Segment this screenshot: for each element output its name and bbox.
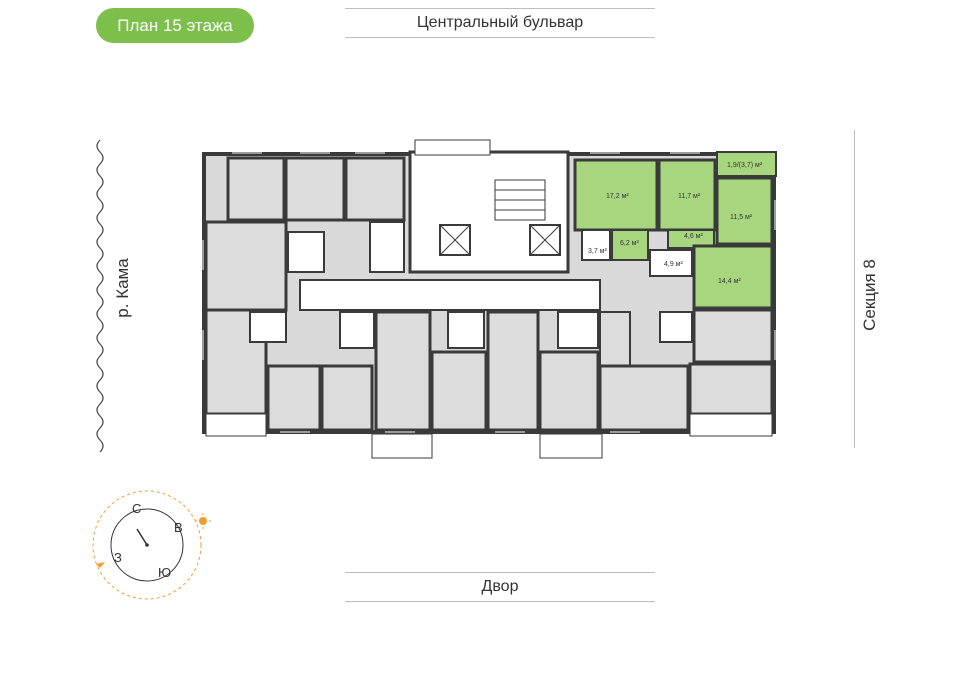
street-top-label: Центральный бульвар [416,14,584,31]
bath-1-area: 3,7 м² [588,248,607,255]
bath-2-shape[interactable] [649,249,693,277]
street-bottom-label: Двор [481,578,519,595]
balcony-shape[interactable] [716,151,777,177]
hall-2-shape[interactable] [667,229,715,249]
room-2-area: 11,7 м² [678,193,701,200]
compass: С В Ю З [92,488,217,603]
windows [202,152,776,433]
bath-2-area: 4,9 м² [664,261,683,268]
compass-south: Ю [158,565,172,580]
compass-west: З [114,550,122,565]
rooms-left-bottom [204,308,375,437]
floor-plan-badge[interactable]: План 15 этажа [96,8,254,43]
room-3-shape[interactable] [715,176,774,246]
compass-graphic [92,490,211,600]
room-4-area: 14,4 м² [718,278,741,285]
hall-1-area: 6,2 м² [620,240,639,247]
stair-core [408,139,570,274]
street-top: Центральный бульвар [345,8,655,38]
room-1-area: 17,2 м² [606,193,629,200]
street-bottom: Двор [345,572,655,602]
hall-2-area: 4,6 м² [684,233,703,240]
compass-north: С [132,501,142,516]
room-1-shape[interactable] [573,158,659,232]
hall-1-shape[interactable] [611,229,649,261]
river-line [96,139,104,453]
rooms-left-top [204,156,406,312]
sun-icon [199,517,207,525]
corridor [299,279,601,311]
rooms-middle-bottom [371,310,603,459]
compass-east: В [174,520,183,535]
rooms-right-bottom [598,308,774,437]
section-divider [854,130,855,448]
highlighted-apartment[interactable] [573,151,777,310]
bath-1-shape[interactable] [581,229,611,261]
room-3-area: 11,5 м² [730,214,753,221]
balcony-area: 1,9/(3,7) м² [727,162,763,169]
room-labels: 17,2 м² 11,7 м² 1,9/(3,7) м² 11,5 м² 6,2… [588,162,763,285]
room-2-shape[interactable] [657,158,717,232]
room-4-shape[interactable] [692,244,774,310]
